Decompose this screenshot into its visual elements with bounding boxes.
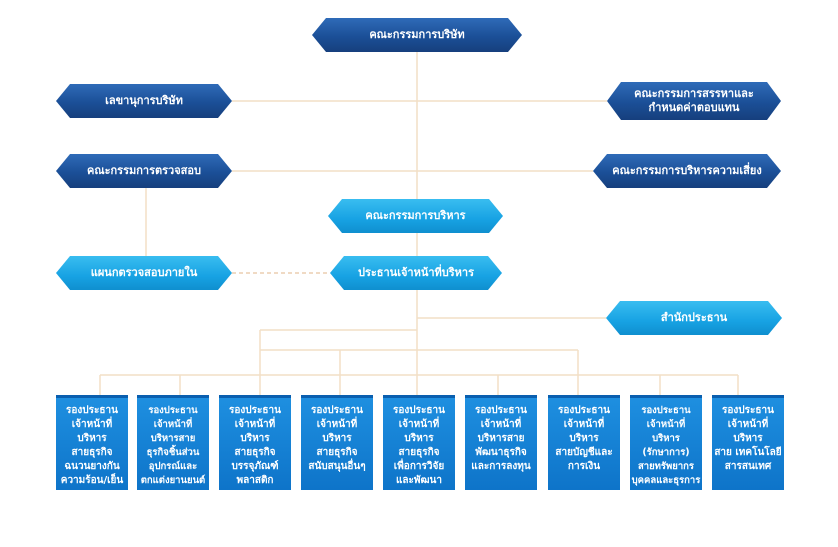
vp-box-3: รองประธาน เจ้าหน้าที่ บริหาร สายธุรกิจ บ… [219, 395, 291, 490]
ceo-box: ประธานเจ้าหน้าที่บริหาร [330, 256, 502, 290]
company-secretary-box: เลขานุการบริษัท [56, 84, 232, 118]
risk-management-committee-box: คณะกรรมการบริหารความเสี่ยง [593, 154, 781, 188]
audit-committee-box: คณะกรรมการตรวจสอบ [56, 154, 232, 188]
vp-box-8: รองประธาน เจ้าหน้าที่ บริหาร (รักษาการ) … [630, 395, 702, 490]
president-office-box: สำนักประธาน [606, 301, 782, 335]
vp-box-1: รองประธาน เจ้าหน้าที่ บริหาร สายธุรกิจ ฉ… [56, 395, 128, 490]
vp-box-4: รองประธาน เจ้าหน้าที่ บริหาร สายธุรกิจ ส… [301, 395, 373, 490]
vp-box-2: รองประธาน เจ้าหน้าที่ บริหารสาย ธุรกิจชิ… [137, 395, 209, 490]
vp-box-5: รองประธาน เจ้าหน้าที่ บริหาร สายธุรกิจ เ… [383, 395, 455, 490]
vp-box-9: รองประธาน เจ้าหน้าที่ บริหาร สาย เทคโนโล… [712, 395, 784, 490]
nomination-remuneration-committee-box: คณะกรรมการสรรหาและ กำหนดค่าตอบแทน [607, 82, 781, 120]
internal-audit-box: แผนกตรวจสอบภายใน [56, 256, 232, 290]
vp-box-7: รองประธาน เจ้าหน้าที่ บริหาร สายบัญชีและ… [548, 395, 620, 490]
vp-box-6: รองประธาน เจ้าหน้าที่ บริหารสาย พัฒนาธุร… [465, 395, 537, 490]
executive-committee-box: คณะกรรมการบริหาร [328, 199, 503, 233]
board-of-directors-box: คณะกรรมการบริษัท [312, 18, 522, 52]
